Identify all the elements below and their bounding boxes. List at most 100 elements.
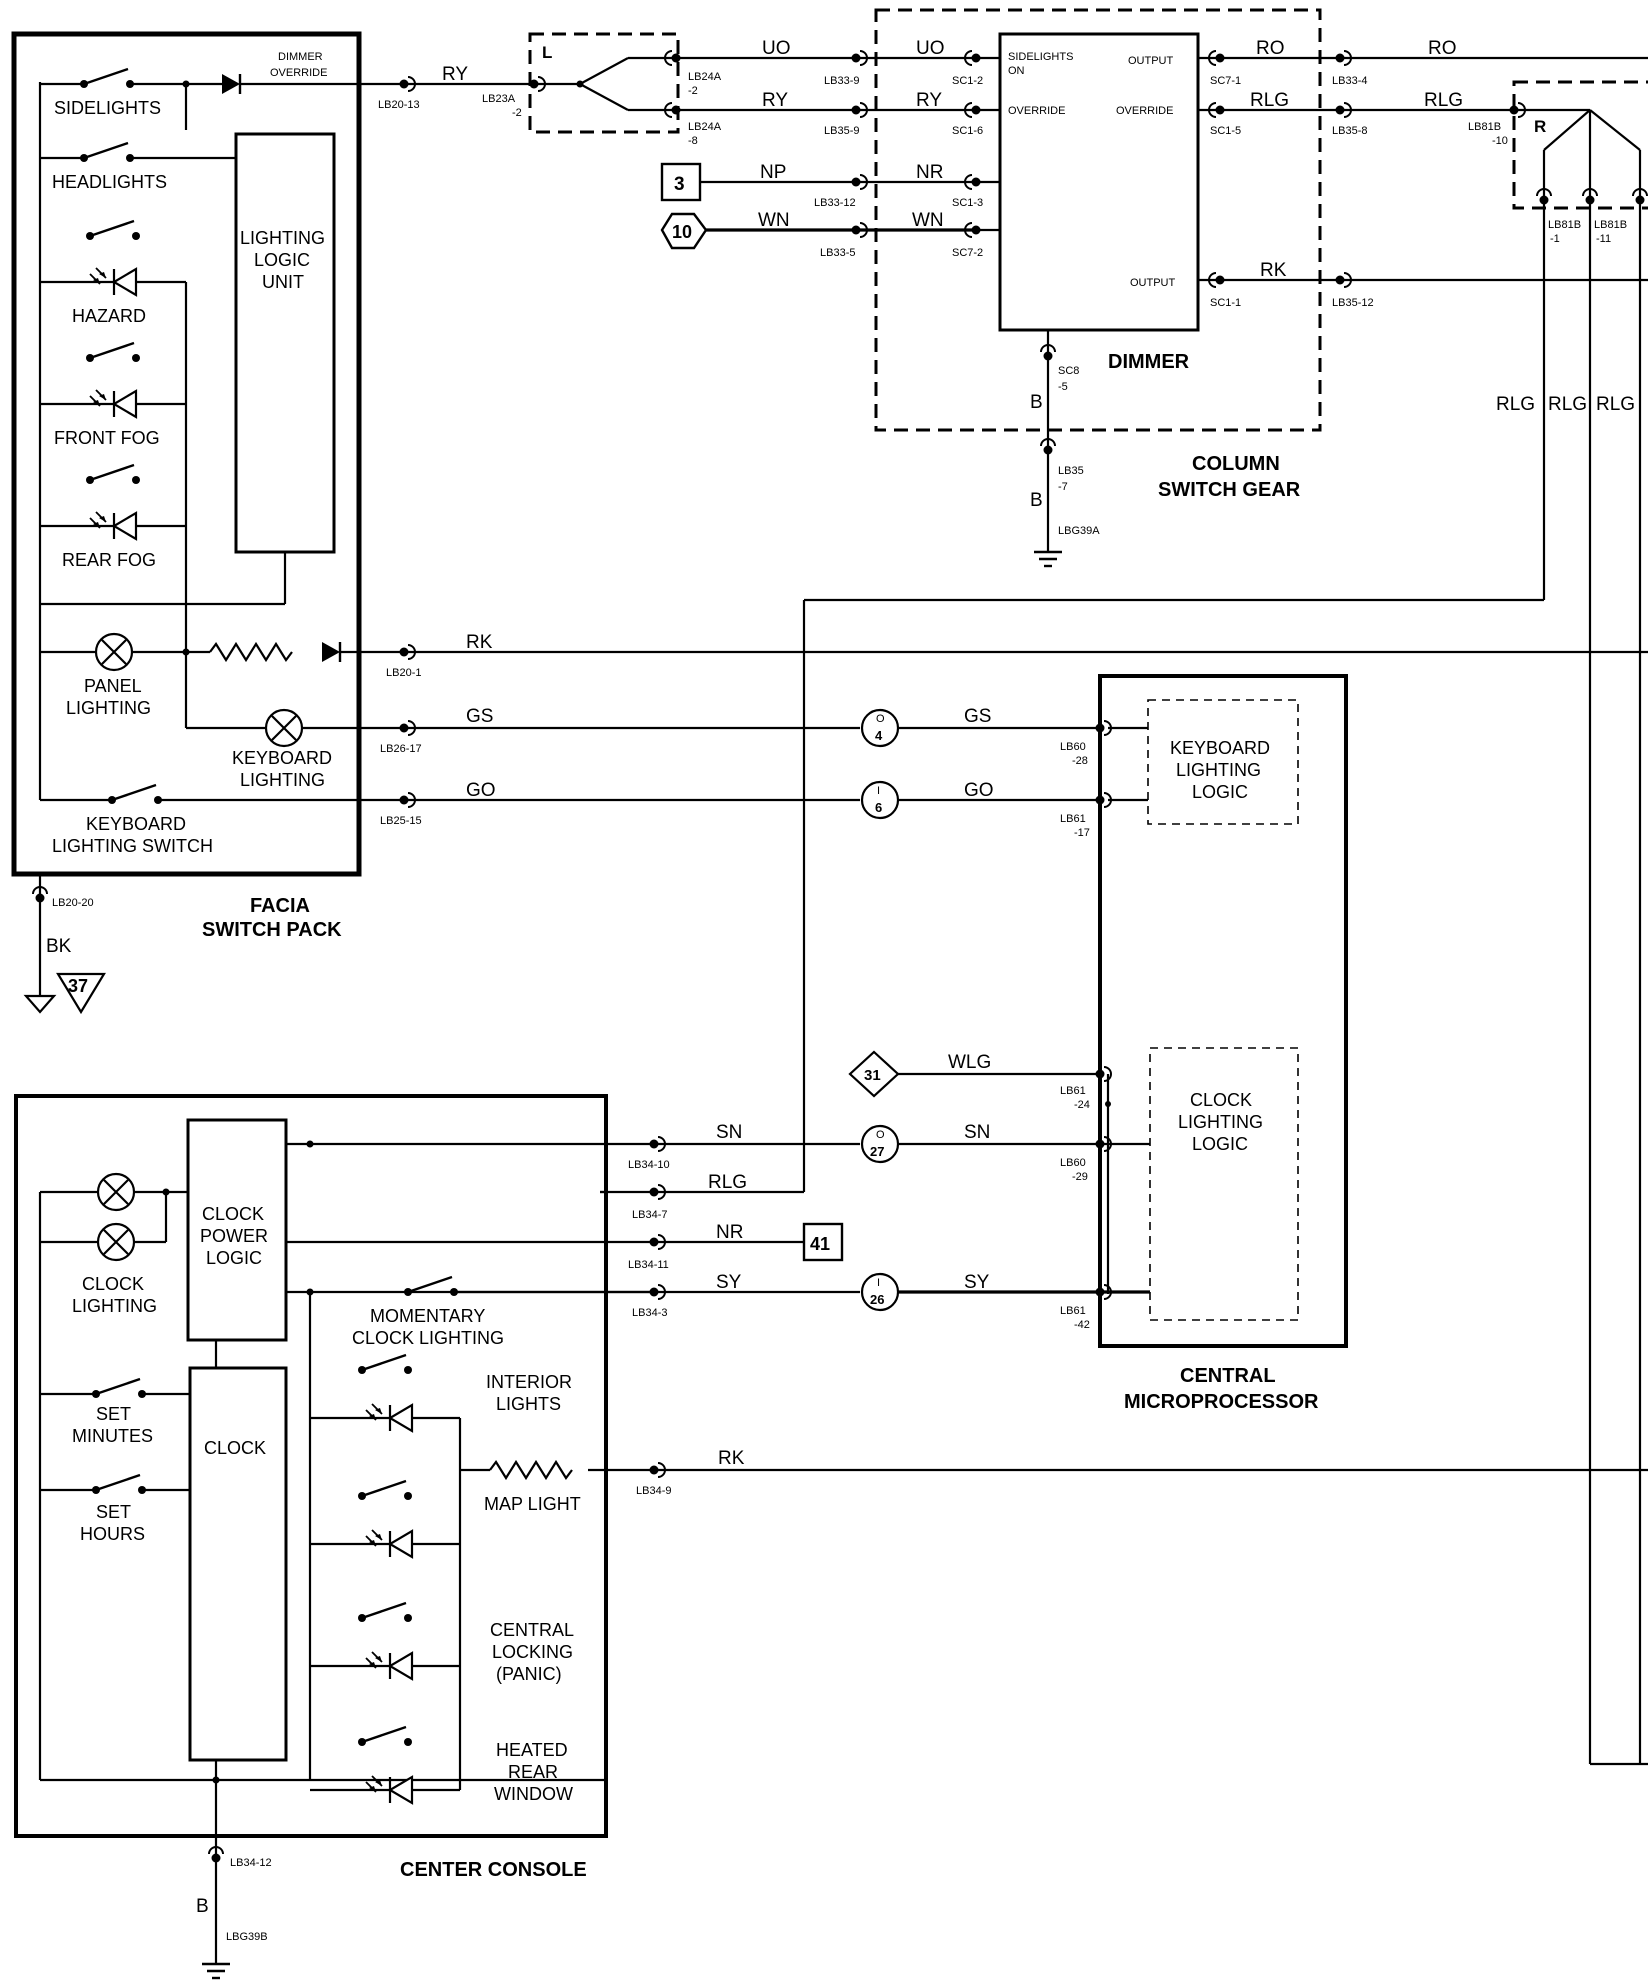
front-fog-switch bbox=[84, 341, 142, 364]
wire-ry-a: RY bbox=[442, 64, 468, 85]
conn-lb34-9: LB34-9 bbox=[636, 1485, 671, 1497]
wire-ry-c: RY bbox=[916, 90, 942, 111]
column-switch-gear-box bbox=[874, 8, 1322, 432]
kll-label-1: KEYBOARD bbox=[1170, 738, 1270, 758]
momentary-clock-lighting-switch bbox=[402, 1275, 460, 1298]
ref-10: 10 bbox=[672, 222, 692, 242]
heated-rear-window-switch bbox=[356, 1725, 414, 1748]
dimmer-sidelights-on-1: SIDELIGHTS bbox=[1008, 51, 1073, 63]
conn-lb61-42a: LB61 bbox=[1060, 1305, 1086, 1317]
conn-lb35-12: LB35-12 bbox=[1332, 297, 1374, 309]
facia-title-2: SWITCH PACK bbox=[202, 919, 342, 941]
set-minutes-label-1: SET bbox=[96, 1404, 131, 1424]
wire-rlg-c: RLG bbox=[708, 1172, 747, 1193]
dimmer-override-label-2: OVERRIDE bbox=[270, 67, 327, 79]
cpl-label-1: CLOCK bbox=[202, 1204, 264, 1224]
set-minutes-switch bbox=[90, 1377, 148, 1400]
llu-label-2: LOGIC bbox=[254, 250, 310, 270]
conn-lbg39a: LBG39A bbox=[1058, 525, 1100, 537]
conn-lb61-24b: -24 bbox=[1074, 1099, 1090, 1111]
wire-go-a: GO bbox=[466, 780, 496, 801]
conn-sc1-3: SC1-3 bbox=[952, 197, 983, 209]
ref-i6-b: 6 bbox=[875, 800, 882, 815]
clock-lighting-logic-box bbox=[1149, 1047, 1299, 1321]
map-light-led bbox=[364, 1528, 414, 1559]
conn-sc7-1: SC7-1 bbox=[1210, 75, 1241, 87]
splice-l-label: L bbox=[542, 43, 552, 62]
headlights-label: HEADLIGHTS bbox=[52, 172, 167, 192]
ref-31-marker bbox=[848, 1050, 900, 1098]
ref-i26-a: I bbox=[877, 1277, 880, 1289]
ref-i6-a: I bbox=[877, 785, 880, 797]
lighting-logic-unit-box bbox=[234, 132, 336, 554]
panel-lighting-label-2: LIGHTING bbox=[66, 698, 151, 718]
wire-rk-b: RK bbox=[466, 632, 493, 653]
conn-lbg39b: LBG39B bbox=[226, 1931, 268, 1943]
wire-wn-a: WN bbox=[758, 210, 790, 231]
wire-rlg-v2: RLG bbox=[1548, 394, 1587, 415]
map-light-resistor bbox=[489, 1459, 573, 1481]
headlights-switch bbox=[78, 141, 136, 164]
set-minutes-label-2: MINUTES bbox=[72, 1426, 153, 1446]
ref-41: 41 bbox=[810, 1234, 830, 1254]
central-locking-led bbox=[364, 1650, 414, 1681]
interior-lights-label-2: LIGHTS bbox=[496, 1394, 561, 1414]
conn-lb33-12: LB33-12 bbox=[814, 197, 856, 209]
conn-lb34-3: LB34-3 bbox=[632, 1307, 667, 1319]
ref-o4-a: O bbox=[876, 713, 885, 725]
set-hours-switch bbox=[90, 1473, 148, 1496]
facia-switch-pack-box bbox=[11, 31, 362, 877]
kll-label-3: LOGIC bbox=[1192, 782, 1248, 802]
wire-ry-b: RY bbox=[762, 90, 788, 111]
conn-lb24a-8a: LB24A bbox=[688, 121, 722, 133]
wire-rlg-a: RLG bbox=[1250, 90, 1289, 111]
ref-31: 31 bbox=[864, 1067, 881, 1084]
momentary-label-2: CLOCK LIGHTING bbox=[352, 1328, 504, 1348]
dimmer-override-right: OVERRIDE bbox=[1116, 105, 1173, 117]
front-fog-led bbox=[88, 388, 138, 419]
wire-gs-b: GS bbox=[964, 706, 991, 727]
wire-sy-b: SY bbox=[964, 1272, 990, 1293]
central-locking-label-1: CENTRAL bbox=[490, 1620, 574, 1640]
conn-lb81b-10a: LB81B bbox=[1468, 121, 1501, 133]
conn-lb35-8: LB35-8 bbox=[1332, 125, 1367, 137]
dimmer-sidelights-on-2: ON bbox=[1008, 65, 1025, 77]
conn-sc1-2: SC1-2 bbox=[952, 75, 983, 87]
wire-sy-a: SY bbox=[716, 1272, 742, 1293]
keyboard-lighting-bulb bbox=[264, 708, 304, 748]
llu-label-1: LIGHTING bbox=[240, 228, 325, 248]
conn-lb33-5: LB33-5 bbox=[820, 247, 855, 259]
hazard-led bbox=[88, 266, 138, 297]
conn-sc7-2: SC7-2 bbox=[952, 247, 983, 259]
conn-lb20-20: LB20-20 bbox=[52, 897, 94, 909]
ref-o27-a: O bbox=[876, 1129, 885, 1141]
conn-lb23a-a: LB23A bbox=[482, 93, 516, 105]
central-microprocessor-box bbox=[1098, 674, 1348, 1348]
wire-rk-a: RK bbox=[1260, 260, 1287, 281]
clock-power-logic-box bbox=[186, 1118, 288, 1342]
splice-r-label: R bbox=[1534, 117, 1546, 136]
column-title-1: COLUMN bbox=[1192, 453, 1280, 475]
wire-uo-b: UO bbox=[916, 38, 945, 59]
wire-np: NP bbox=[760, 162, 786, 183]
conn-lb34-10: LB34-10 bbox=[628, 1159, 670, 1171]
kll-label-2: LIGHTING bbox=[1176, 760, 1261, 780]
conn-lb24a-2b: -2 bbox=[688, 85, 698, 97]
dimmer-override-left: OVERRIDE bbox=[1008, 105, 1065, 117]
wire-gs-a: GS bbox=[466, 706, 493, 727]
splice-r-box bbox=[1512, 80, 1648, 210]
cpl-label-2: POWER bbox=[200, 1226, 268, 1246]
cll-label-3: LOGIC bbox=[1192, 1134, 1248, 1154]
cll-label-1: CLOCK bbox=[1190, 1090, 1252, 1110]
interior-lights-label-1: INTERIOR bbox=[486, 1372, 572, 1392]
conn-sc8-b: -5 bbox=[1058, 381, 1068, 393]
conn-lb24a-8b: -8 bbox=[688, 135, 698, 147]
dimmer-output-1: OUTPUT bbox=[1128, 55, 1174, 67]
conn-lb81b-11b: -11 bbox=[1596, 233, 1611, 245]
panel-lighting-bulb bbox=[94, 632, 134, 672]
hazard-label: HAZARD bbox=[72, 306, 146, 326]
column-ground bbox=[1032, 550, 1064, 568]
ref-41-box bbox=[802, 1222, 844, 1262]
wire-b-b: B bbox=[1030, 490, 1043, 511]
